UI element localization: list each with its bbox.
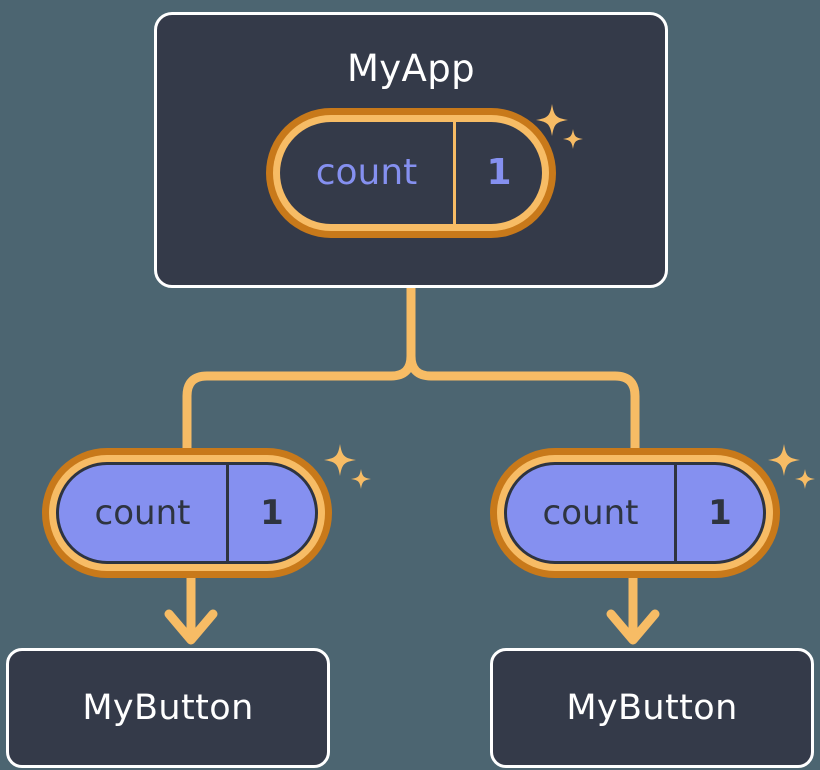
card-title-mybutton: MyButton xyxy=(566,687,738,728)
card-title-mybutton: MyButton xyxy=(82,687,254,728)
state-pill-branch-left[interactable]: count 1 xyxy=(42,448,332,578)
state-pill-branch-right[interactable]: count 1 xyxy=(490,448,780,578)
state-pill-body: count 1 xyxy=(504,462,766,564)
state-key-label: count xyxy=(94,493,191,533)
connector-branch-right xyxy=(406,351,640,457)
state-pill-ring: count 1 xyxy=(497,455,773,571)
state-key-label: count xyxy=(542,493,639,533)
state-pill-body: count 1 xyxy=(56,462,318,564)
arrow-head-left xyxy=(164,609,218,645)
state-value-label: 1 xyxy=(453,122,542,224)
state-pill-body: count 1 xyxy=(280,122,542,224)
state-pill-ring: count 1 xyxy=(273,115,549,231)
state-pill-ring: count 1 xyxy=(49,455,325,571)
state-pill-root[interactable]: count 1 xyxy=(266,108,556,238)
state-key-label: count xyxy=(315,152,418,193)
component-card-mybutton-right[interactable]: MyButton xyxy=(490,648,814,768)
state-value-label: 1 xyxy=(674,465,763,561)
state-value-label: 1 xyxy=(226,465,315,561)
component-card-mybutton-left[interactable]: MyButton xyxy=(6,648,330,768)
arrow-head-right xyxy=(606,609,660,645)
connector-branch-left xyxy=(182,351,416,457)
card-title-myapp: MyApp xyxy=(346,47,476,90)
